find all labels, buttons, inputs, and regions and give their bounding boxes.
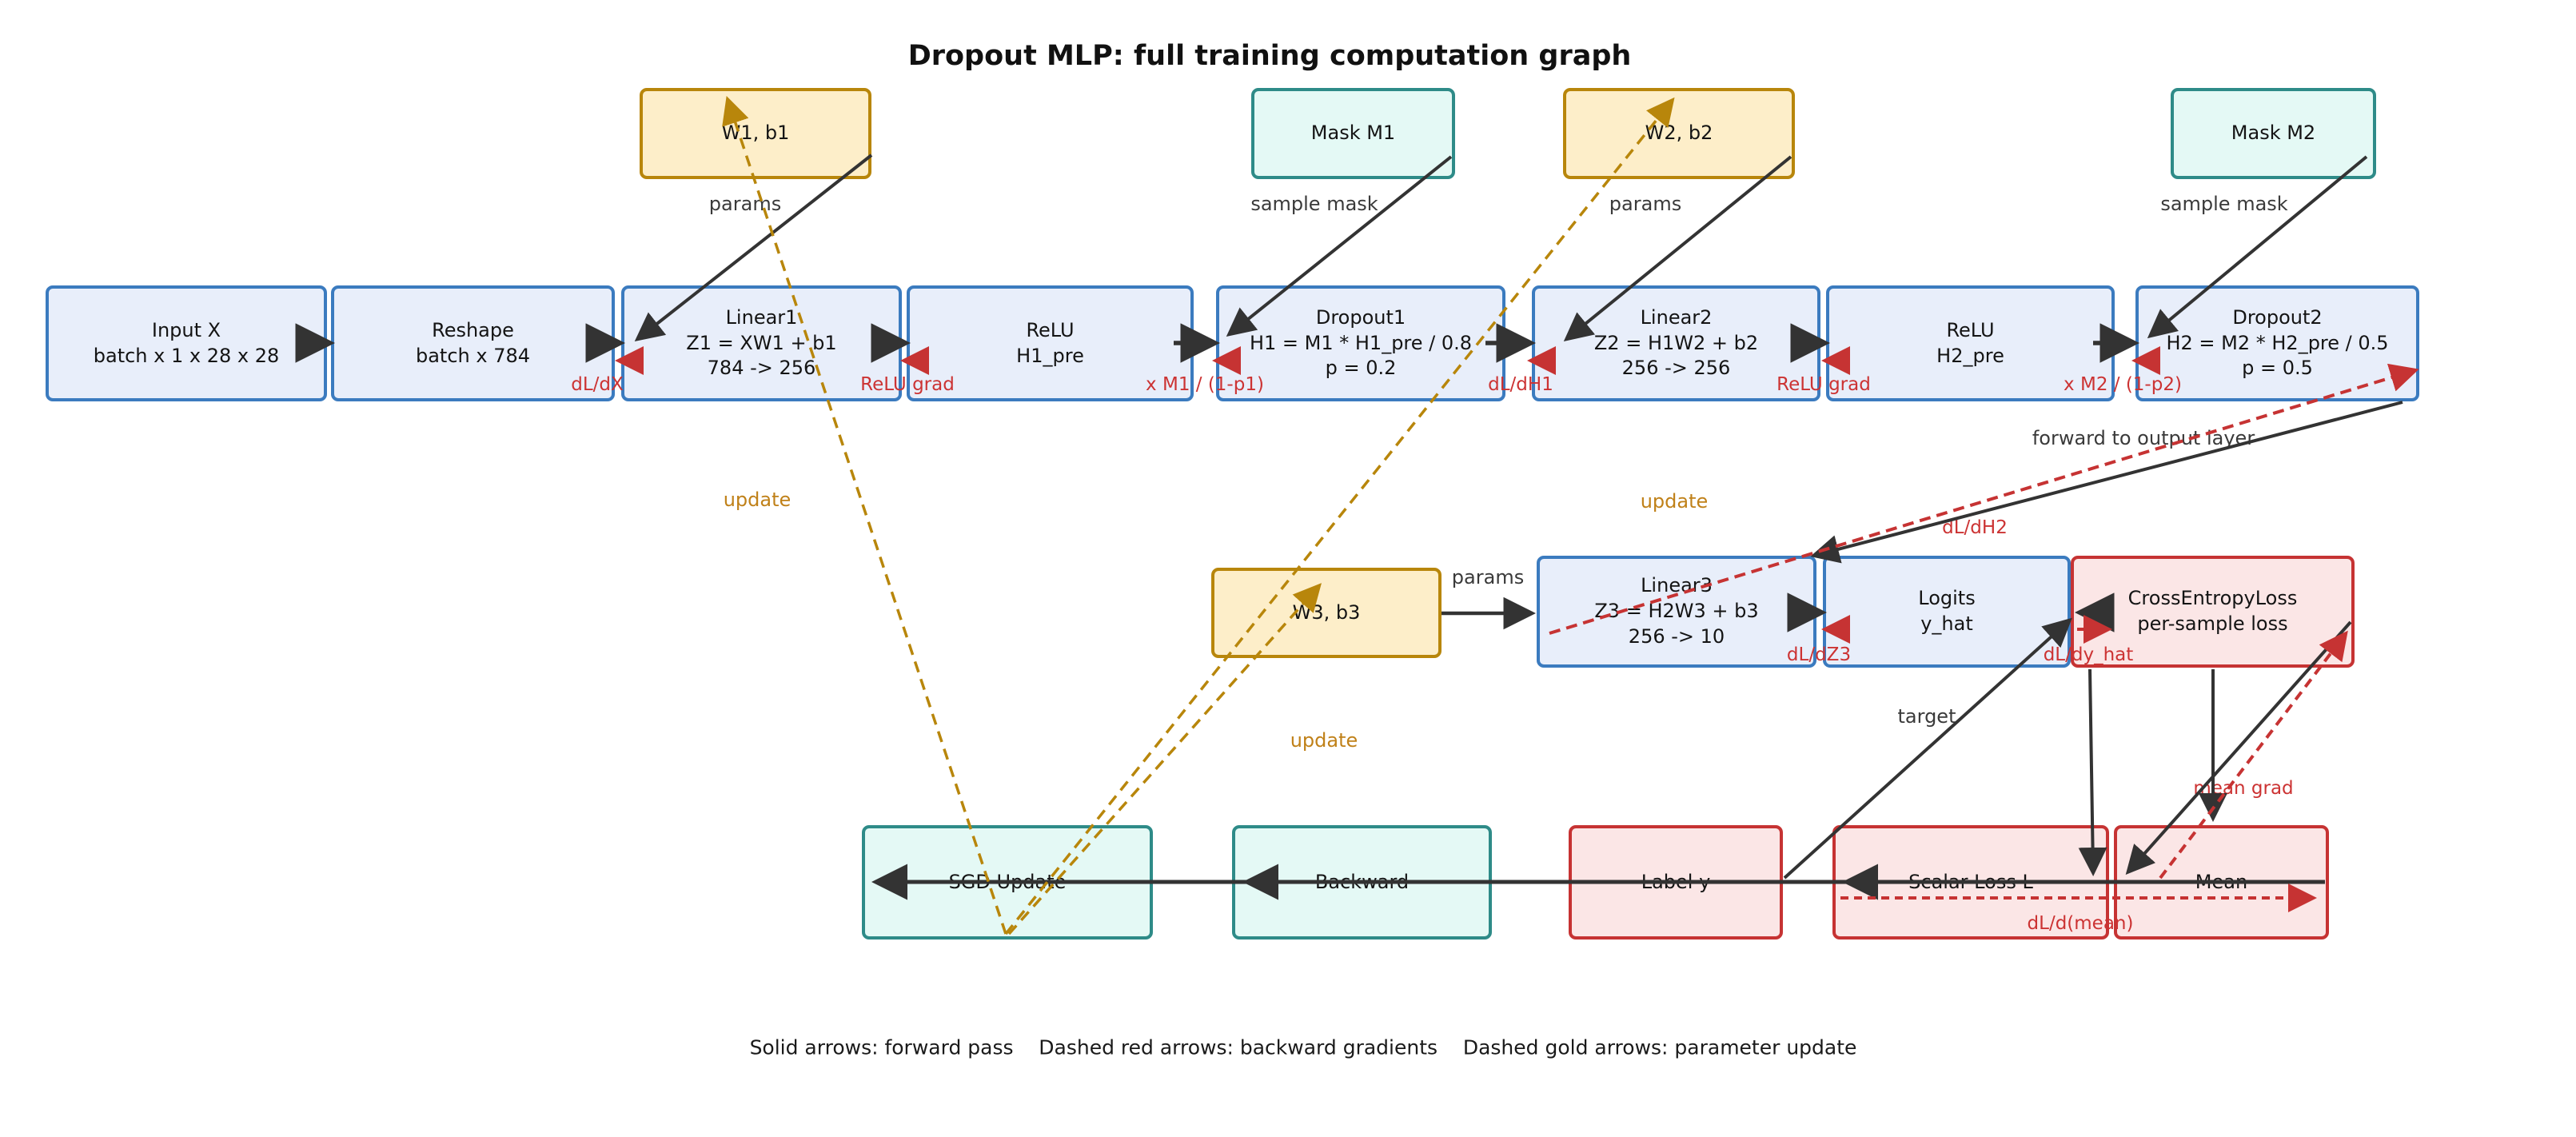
edge-label-relu-grad-1: ReLU grad xyxy=(860,374,955,395)
node-label: Linear2 Z2 = H1W2 + b2 256 -> 256 xyxy=(1593,305,1759,380)
edge-label-dl-dmean: dL/d(mean) xyxy=(2027,913,2134,934)
node-mean: Mean xyxy=(2114,825,2329,940)
edge-label-target: target xyxy=(1897,705,1956,728)
node-label: Mask M1 xyxy=(1310,122,1396,145)
edge-label-forward-to-output: forward to output layer xyxy=(2032,427,2255,449)
edge-label-sample-mask-m1: sample mask xyxy=(1250,193,1378,215)
node-label: Scalar Loss L xyxy=(1908,870,2033,893)
node-logits: Logits y_hat xyxy=(1823,556,2071,668)
node-label: Linear1 Z1 = XW1 + b1 784 -> 256 xyxy=(686,305,837,380)
node-label: CrossEntropyLoss per-sample loss xyxy=(2127,587,2298,635)
node-reshape: Reshape batch x 784 xyxy=(331,285,615,401)
node-label: Label y xyxy=(1641,870,1711,893)
node-label: Reshape batch x 784 xyxy=(415,318,531,367)
node-label: Logits y_hat xyxy=(1918,587,1976,635)
node-label: SGD Update xyxy=(948,870,1067,893)
node-input-x: Input X batch x 1 x 28 x 28 xyxy=(46,285,327,401)
node-mask-m1: Mask M1 xyxy=(1251,88,1455,179)
edge-label-relu-grad-2: ReLU grad xyxy=(1776,374,1871,395)
node-label: Input X batch x 1 x 28 x 28 xyxy=(93,318,280,367)
node-label: Dropout2 H2 = M2 * H2_pre / 0.5 p = 0.5 xyxy=(2166,305,2389,380)
legend-text: Solid arrows: forward pass Dashed red ar… xyxy=(749,1035,1857,1059)
node-label: Mean xyxy=(2195,870,2248,893)
edge-label-update-w2: update xyxy=(1640,490,1709,513)
node-label: W3, b3 xyxy=(1292,600,1361,624)
node-label: W1, b1 xyxy=(721,122,790,145)
arrow-update-sgd-w2 xyxy=(1004,97,1675,936)
edge-label-update-w1: update xyxy=(723,489,792,511)
node-w1b1: W1, b1 xyxy=(640,88,871,179)
edge-label-dl-dh2: dL/dH2 xyxy=(1942,517,2008,538)
edge-label-dl-dy-hat: dL/dy_hat xyxy=(2043,644,2134,665)
node-label: ReLU H1_pre xyxy=(1016,318,1084,367)
node-backward: Backward xyxy=(1232,825,1492,940)
node-label: ReLU H2_pre xyxy=(1936,318,2004,367)
diagram-title: Dropout MLP: full training computation g… xyxy=(907,40,1632,72)
edge-label-dl-dz3: dL/dZ3 xyxy=(1786,644,1852,665)
edge-label-sample-mask-m2: sample mask xyxy=(2160,193,2288,215)
edge-label-dl-dx: dL/dX xyxy=(571,374,624,395)
edge-label-params-w1: params xyxy=(708,193,782,215)
node-mask-m2: Mask M2 xyxy=(2171,88,2376,179)
node-label: Linear3 Z3 = H2W3 + b3 256 -> 10 xyxy=(1594,574,1759,648)
node-label: Mask M2 xyxy=(2231,122,2316,145)
node-label: W2, b2 xyxy=(1645,122,1713,145)
node-linear3: Linear3 Z3 = H2W3 + b3 256 -> 10 xyxy=(1537,556,1816,668)
edge-label-params-w3: params xyxy=(1451,566,1525,588)
node-w2b2: W2, b2 xyxy=(1563,88,1795,179)
edge-label-x-m1: x M1 / (1-p1) xyxy=(1146,374,1264,395)
node-label-y: Label y xyxy=(1569,825,1783,940)
edge-label-mean-grad: mean grad xyxy=(2193,778,2294,799)
edge-label-update-w3: update xyxy=(1290,729,1358,752)
arrow-update-sgd-w1 xyxy=(722,96,1007,935)
edge-label-params-w2: params xyxy=(1609,193,1682,215)
node-w3b3: W3, b3 xyxy=(1211,568,1442,658)
edge-label-dl-dh1: dL/dH1 xyxy=(1488,374,1553,395)
node-label: Dropout1 H1 = M1 * H1_pre / 0.8 p = 0.2 xyxy=(1249,305,1473,380)
arrow-forward-dropout2-linear3 xyxy=(1810,401,2403,564)
node-sgd-update: SGD Update xyxy=(862,825,1153,940)
edge-label-x-m2: x M2 / (1-p2) xyxy=(2064,374,2182,395)
node-label: Backward xyxy=(1314,870,1410,893)
